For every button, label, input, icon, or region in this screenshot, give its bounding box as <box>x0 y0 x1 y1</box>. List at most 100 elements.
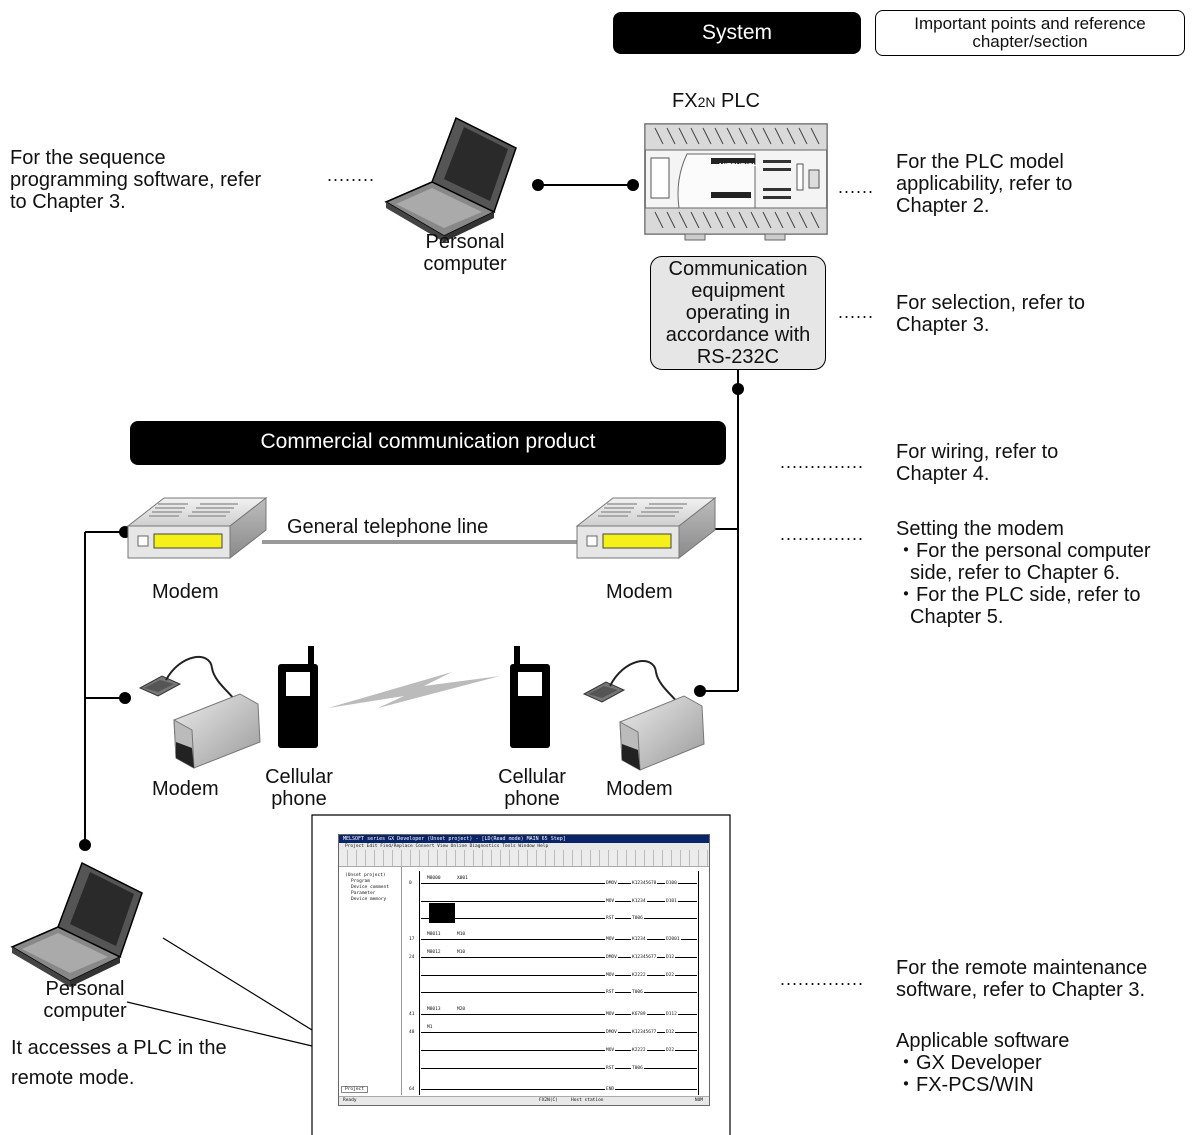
gx-arg1: T006 <box>631 916 644 921</box>
plc-brand-text: MITSUBISHI <box>719 163 760 170</box>
plc-label-sub: 2N <box>697 94 716 110</box>
pc-plc-link <box>532 179 639 191</box>
gx-step: 64 <box>409 1087 415 1092</box>
gx-menu-bar: Project Edit Find/Replace Convert View O… <box>339 843 709 850</box>
cell-label-right: Cellular phone <box>498 766 566 810</box>
phone-line-label: General telephone line <box>287 516 489 538</box>
reference-header-label: Important points and reference chapter/s… <box>914 14 1146 51</box>
gx-instruction: MOV <box>605 899 616 904</box>
screenshot-callout <box>126 814 731 1135</box>
comm-equipment-box: Communication equipment operating in acc… <box>650 256 826 370</box>
gx-status-host: Host station <box>571 1098 604 1103</box>
desktop-modem-left-icon <box>126 496 268 560</box>
modem-setting-note: Setting the modem For the personal compu… <box>896 518 1191 628</box>
gx-tree-item[interactable]: Program <box>351 879 370 884</box>
modem-setting-list: For the personal computer side, refer to… <box>896 540 1191 628</box>
gx-arg1: K12345677 <box>631 955 658 960</box>
comm-equipment-label: Communication equipment operating in acc… <box>665 258 811 368</box>
pc-bottom-note: It accesses a PLC in the remote mode. <box>11 1037 227 1089</box>
gx-instruction: RST <box>605 990 616 995</box>
modem-setting-item: For the personal computer side, refer to… <box>896 540 1191 584</box>
plc-dots: ...... <box>838 177 875 197</box>
gx-arg2: D22 <box>665 1048 676 1053</box>
modem-setting-title: Setting the modem <box>896 518 1064 540</box>
gx-tree-item[interactable]: Device comment <box>351 885 389 890</box>
wireless-signal-icon <box>328 672 500 708</box>
gx-contact1: M8011 <box>427 932 441 937</box>
gx-tree-tab[interactable]: Project <box>341 1086 368 1093</box>
gx-arg1: K12345677 <box>631 1030 658 1035</box>
gx-tree-item[interactable]: Parameter <box>351 891 376 896</box>
gx-arg1: T006 <box>631 990 644 995</box>
gx-contact2: X001 <box>457 876 468 881</box>
cellular-modem-right-icon <box>582 660 705 771</box>
cell-phone-left-icon <box>278 646 318 748</box>
gx-step: 0 <box>409 881 412 886</box>
gx-rung[interactable]: RST T006 <box>409 988 705 998</box>
plc-unit-icon <box>644 123 828 241</box>
gx-instruction: DMOV <box>605 881 618 886</box>
gx-contact1: M8013 <box>427 1007 441 1012</box>
modem-dots: .............. <box>780 524 865 544</box>
gx-step: 24 <box>409 955 415 960</box>
gx-instruction: DMOV <box>605 955 618 960</box>
plc-label: FX2N PLC <box>672 90 760 113</box>
cell-label-left: Cellular phone <box>265 766 333 810</box>
gx-arg1: K1234 <box>631 899 647 904</box>
cell-phone-right-icon <box>510 646 550 748</box>
remote-note: For the remote maintenance software, ref… <box>896 957 1148 1001</box>
gx-instruction: MOV <box>605 1048 616 1053</box>
applicable-item: FX-PCS/WIN <box>896 1074 1186 1096</box>
laptop-top-icon <box>384 116 517 242</box>
gx-arg1: T006 <box>631 1066 644 1071</box>
gx-step: 17 <box>409 937 415 942</box>
plc-note: For the PLC model applicability, refer t… <box>896 151 1073 217</box>
selection-note: For selection, refer to Chapter 3. <box>896 292 1085 336</box>
gx-arg2: D12 <box>665 955 676 960</box>
gx-tree-item[interactable]: (Unset project) <box>345 873 386 878</box>
gx-arg1: K1234 <box>631 937 647 942</box>
remote-dots: .............. <box>780 969 865 989</box>
gx-instruction: MOV <box>605 937 616 942</box>
commercial-banner: Commercial communication product <box>130 421 726 465</box>
wiring-note: For wiring, refer to Chapter 4. <box>896 441 1059 485</box>
gx-arg2: D2001 <box>665 937 681 942</box>
plc-label-prefix: FX <box>672 90 698 112</box>
modem-label-left2: Modem <box>152 778 219 800</box>
gx-arg1: K2222 <box>631 973 647 978</box>
gx-status-num: NUM <box>694 1098 703 1103</box>
software-dots: ........ <box>327 165 376 185</box>
gx-instruction: MOV <box>605 973 616 978</box>
gx-status-bar: Ready FX2N(C) Host station NUM <box>339 1096 709 1105</box>
applicable-software: Applicable software GX Developer FX-PCS/… <box>896 1030 1186 1096</box>
reference-header: Important points and reference chapter/s… <box>875 10 1185 56</box>
gx-contact2: M10 <box>457 950 466 955</box>
gx-title-bar: MELSOFT series GX Developer (Unset proje… <box>339 835 709 843</box>
applicable-list: GX Developer FX-PCS/WIN <box>896 1052 1186 1096</box>
gx-project-tree: (Unset project) Program Device comment P… <box>339 867 402 1095</box>
gx-tree-item[interactable]: Device memory <box>351 897 387 902</box>
software-note: For the sequence programming software, r… <box>10 147 262 213</box>
gx-arg2: D12 <box>665 1030 676 1035</box>
gx-status-ready: Ready <box>343 1098 357 1103</box>
plc-label-suffix: PLC <box>715 90 760 112</box>
gx-arg2: D100 <box>665 881 678 886</box>
gx-developer-screenshot: MELSOFT series GX Developer (Unset proje… <box>338 834 710 1106</box>
gx-toolbar <box>339 850 709 867</box>
pc-bottom-label: Personal computer <box>43 978 127 1022</box>
cellular-modem-left-icon <box>138 656 261 769</box>
gx-step: 48 <box>409 1030 415 1035</box>
